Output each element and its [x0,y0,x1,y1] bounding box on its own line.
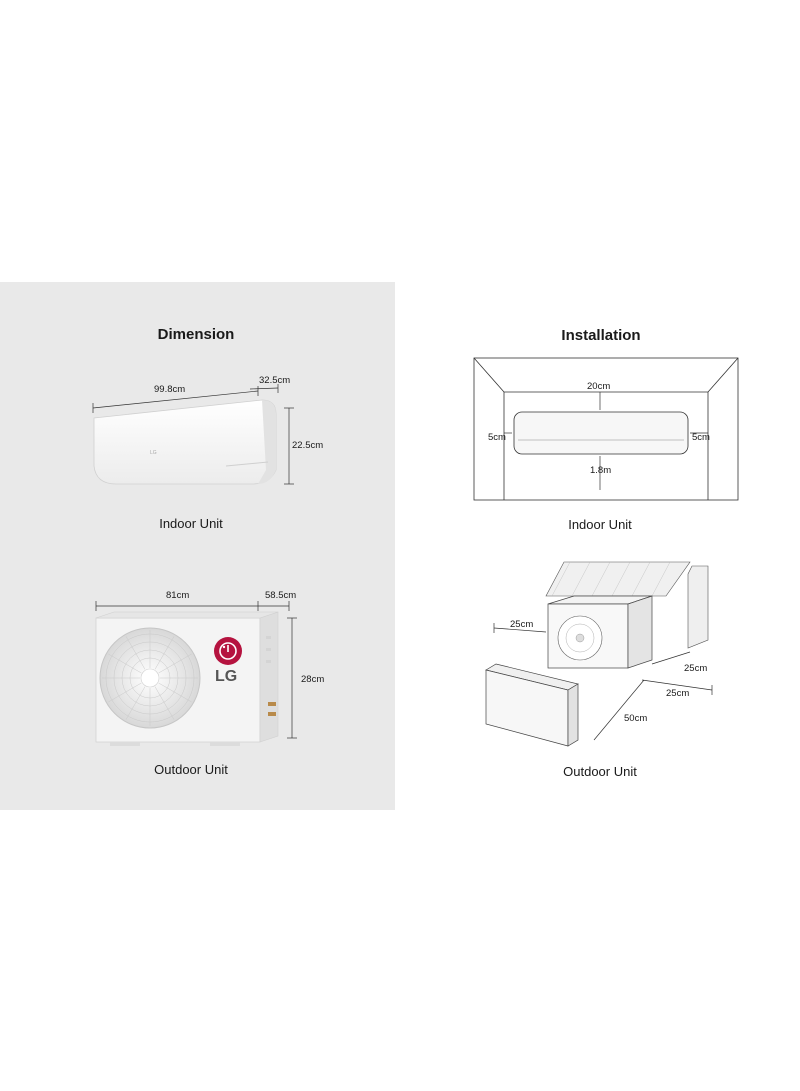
fan-spoke [125,686,146,720]
installation-title: Installation [561,327,641,344]
shade-roof [545,561,691,597]
outdoor-left-clearance: 25cm [510,619,533,630]
indoor-depth-label: 32.5cm [259,375,290,386]
install-top-clearance: 20cm [587,381,610,392]
fan-spoke [158,682,192,703]
install-floor-height: 1.8m [590,465,611,476]
indoor-height-label: 22.5cm [292,440,323,451]
front-obstacle [485,663,579,747]
fan-spoke [154,636,175,670]
svg-text:LG: LG [150,450,157,456]
fan-spoke [108,653,142,674]
install-right-clearance: 5cm [692,432,710,443]
outdoor-depth-label: 58.5cm [265,590,296,601]
fan-spoke [108,682,142,703]
lg-wordmark: LG [215,668,237,685]
room-outline [473,357,739,501]
outdoor-unit-box [547,595,653,669]
outdoor-width-label: 81cm [166,590,189,601]
outdoor-height-label: 28cm [301,674,324,685]
fan-spoke [125,636,146,670]
outdoor-side-clearance: 25cm [666,688,689,699]
install-left-clearance: 5cm [488,432,506,443]
fan-spoke [158,653,192,674]
installation-outdoor-caption: Outdoor Unit [563,764,637,779]
wall [687,565,709,649]
indoor-unit-outline [513,411,689,455]
lg-logo: LG [214,637,242,685]
outdoor-front-clearance: 50cm [624,713,647,724]
indoor-width-label: 99.8cm [154,384,185,395]
installation-panel [395,282,800,810]
dimension-indoor-caption: Indoor Unit [159,516,223,531]
indoor-unit-illustration: LG [93,399,277,485]
fan-spoke [154,686,175,720]
installation-indoor-caption: Indoor Unit [568,517,632,532]
dimension-title: Dimension [157,326,235,343]
dimension-outdoor-caption: Outdoor Unit [154,762,228,777]
outdoor-back-clearance: 25cm [684,663,707,674]
